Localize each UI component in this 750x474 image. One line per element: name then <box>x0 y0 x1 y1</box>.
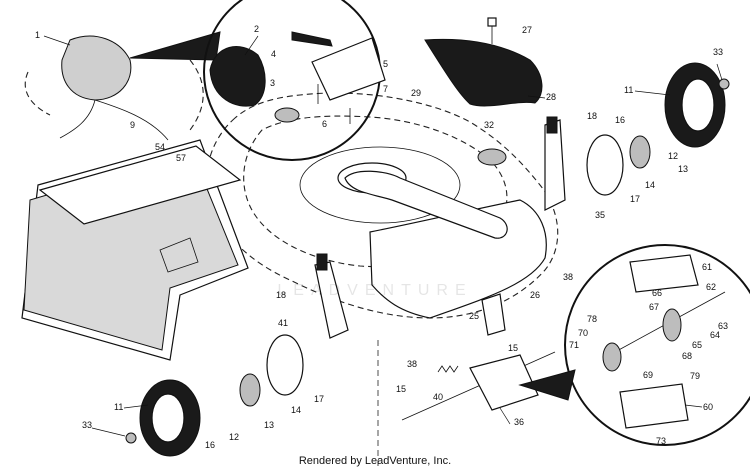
callout-7: 7 <box>383 84 388 94</box>
callout-15-top: 15 <box>508 343 518 353</box>
callout-9: 9 <box>130 120 135 130</box>
callout-12-left: 12 <box>229 432 239 442</box>
callout-11-left: 11 <box>114 402 123 412</box>
cap-left <box>125 432 137 444</box>
callout-18-left: 18 <box>276 290 286 300</box>
spring <box>437 365 459 373</box>
bracket-plate <box>311 37 386 101</box>
callout-61: 61 <box>702 262 712 272</box>
callout-33-left: 33 <box>82 420 92 430</box>
callout-35: 35 <box>595 210 605 220</box>
callout-13-left: 13 <box>264 420 274 430</box>
callout-33-right: 33 <box>713 47 723 57</box>
callout-1: 1 <box>35 30 40 40</box>
inset-pointer <box>129 31 221 61</box>
callout-27: 27 <box>522 25 532 35</box>
callout-68: 68 <box>682 351 692 361</box>
detail-circle-bottom <box>564 244 750 446</box>
wheel-cover-right <box>586 134 624 196</box>
callout-57: 57 <box>176 153 186 163</box>
callout-73: 73 <box>656 436 666 446</box>
handle-grip <box>61 35 132 101</box>
callout-5: 5 <box>383 59 388 69</box>
cable-boot <box>209 46 266 107</box>
callout-6: 6 <box>322 119 327 129</box>
callout-11-right: 11 <box>624 85 633 95</box>
callout-13-right: 13 <box>678 164 688 174</box>
inset-pointer-bottom <box>518 369 576 401</box>
callout-38-right: 38 <box>563 272 573 282</box>
callout-29: 29 <box>411 88 421 98</box>
rear-flap <box>424 38 543 107</box>
worm-gear <box>662 308 682 342</box>
callout-71: 71 <box>569 340 579 350</box>
wheel-cover-left <box>266 334 304 396</box>
spring-clip <box>291 31 333 47</box>
front-wheel-left-hub <box>151 393 185 443</box>
pulley <box>477 148 507 166</box>
callout-16-left: 16 <box>205 440 215 450</box>
drive-bracket <box>481 293 506 336</box>
callout-labels: 1 2 3 4 5 6 7 9 11 11 12 12 13 13 14 14 … <box>35 24 728 450</box>
callout-65: 65 <box>692 340 702 350</box>
callout-14-left: 14 <box>291 405 301 415</box>
callout-54: 54 <box>155 142 165 152</box>
gear-case-top <box>629 254 699 293</box>
callout-14-right: 14 <box>645 180 655 190</box>
callout-62: 62 <box>706 282 716 292</box>
callout-38-left: 38 <box>407 359 417 369</box>
bolt <box>487 17 497 27</box>
lever-knob-left <box>316 253 328 271</box>
callout-12-right: 12 <box>668 151 678 161</box>
callout-17-right: 17 <box>630 194 640 204</box>
wheel-gear-left <box>239 373 261 407</box>
callout-25: 25 <box>469 311 479 321</box>
callout-36: 36 <box>514 417 524 427</box>
callout-78: 78 <box>587 314 597 324</box>
leader-lines <box>43 35 723 437</box>
grass-bag-handle <box>159 237 199 273</box>
handle-dashed <box>24 59 204 131</box>
nut <box>274 107 300 123</box>
callout-60: 60 <box>703 402 713 412</box>
callout-64: 64 <box>710 330 720 340</box>
callout-32: 32 <box>484 120 494 130</box>
rear-wheel-right-hub <box>681 78 715 132</box>
callout-63: 63 <box>718 321 728 331</box>
callout-15-bottom: 15 <box>396 384 406 394</box>
callout-26: 26 <box>530 290 540 300</box>
callout-28: 28 <box>546 92 556 102</box>
callout-66: 66 <box>652 288 662 298</box>
callout-17-left: 17 <box>314 394 324 404</box>
lever-knob-right <box>546 116 558 134</box>
callout-41: 41 <box>278 318 288 328</box>
handle-bail <box>344 170 508 239</box>
deck-outline <box>206 92 559 319</box>
callout-4: 4 <box>271 49 276 59</box>
footer-credit: Rendered by LeadVenture, Inc. <box>298 455 452 467</box>
callout-18-right: 18 <box>587 111 597 121</box>
cap-right <box>718 78 730 90</box>
callout-2: 2 <box>254 24 259 34</box>
watermark: LEADVENTURE <box>277 282 473 299</box>
callout-67: 67 <box>649 302 659 312</box>
callout-3: 3 <box>270 78 275 88</box>
transmission <box>469 354 539 411</box>
callout-40: 40 <box>433 392 443 402</box>
drive-gear <box>602 342 622 372</box>
grass-bag-top-rim <box>38 145 242 225</box>
handle-wire <box>59 99 169 141</box>
height-lever-left <box>314 261 349 339</box>
drive-axle <box>401 351 556 421</box>
callout-69: 69 <box>643 370 653 380</box>
motor-mount-plate <box>299 146 461 224</box>
callout-79: 79 <box>690 371 700 381</box>
callout-70: 70 <box>578 328 588 338</box>
wheel-gear-right <box>629 135 651 169</box>
deck-inner-outline <box>243 115 508 268</box>
gear-case-bottom <box>619 383 689 429</box>
callout-16-right: 16 <box>615 115 625 125</box>
